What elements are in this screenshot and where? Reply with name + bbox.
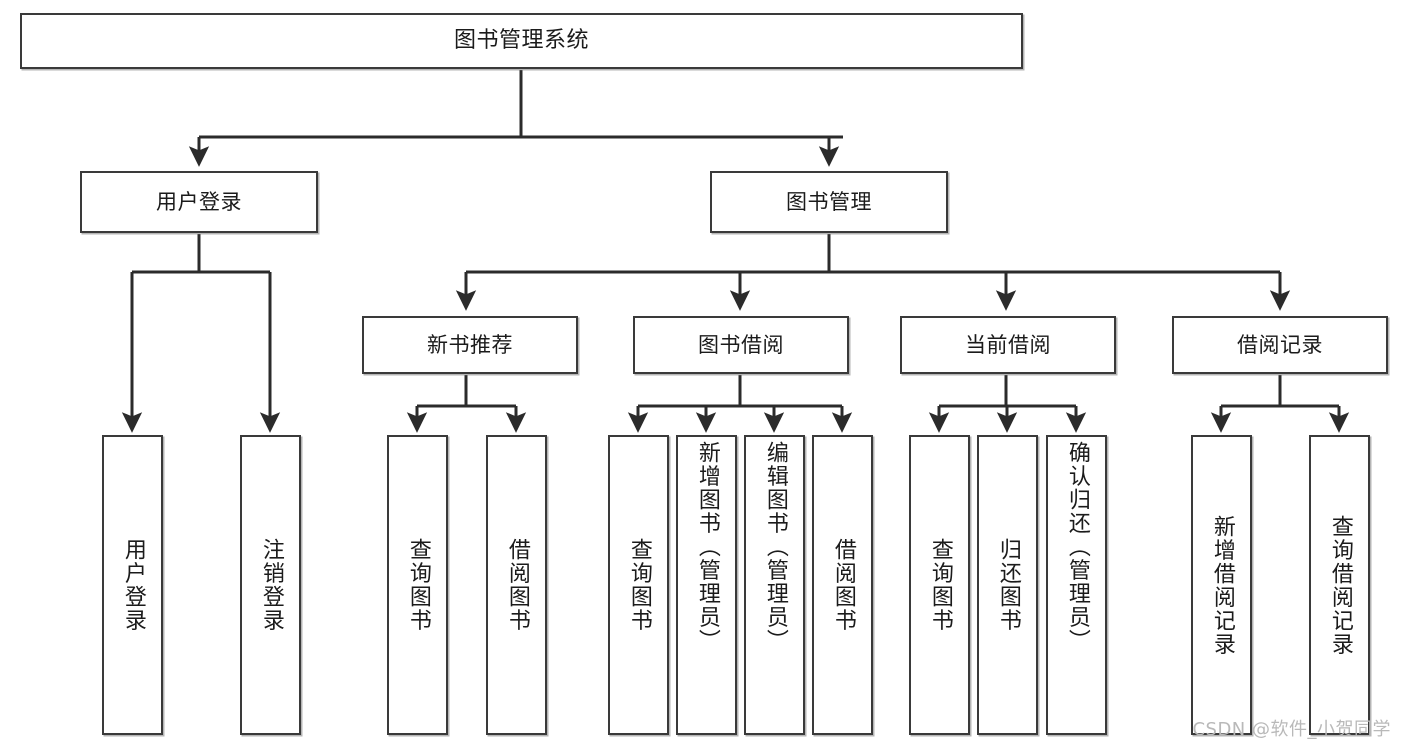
node-label: 查询借阅记录: [1327, 514, 1353, 656]
node-label: 查询图书: [626, 538, 652, 632]
node-label: 图书管理系统: [453, 28, 589, 54]
node-book-management[interactable]: 图书管理: [710, 171, 948, 233]
leaf-borrow-record-query-record[interactable]: 查询借阅记录: [1309, 435, 1370, 735]
node-label: 借阅图书: [504, 538, 530, 632]
leaf-new-book-borrow-book[interactable]: 借阅图书: [486, 435, 547, 735]
leaf-current-borrow-query-book[interactable]: 查询图书: [909, 435, 970, 735]
leaf-new-book-query-book[interactable]: 查询图书: [387, 435, 448, 735]
leaf-book-borrow-query-book[interactable]: 查询图书: [608, 435, 669, 735]
node-label: 新增借阅记录: [1209, 514, 1235, 656]
leaf-current-borrow-return-book[interactable]: 归还图书: [977, 435, 1038, 735]
node-label: 图书借阅: [698, 332, 784, 357]
node-user-login[interactable]: 用户登录: [80, 171, 318, 233]
watermark-text: CSDN @软件_小贺同学: [1192, 719, 1391, 740]
node-label: 查询图书: [405, 538, 431, 632]
node-book-borrow[interactable]: 图书借阅: [633, 316, 849, 374]
leaf-borrow-record-add-record[interactable]: 新增借阅记录: [1191, 435, 1252, 735]
node-label: 借阅记录: [1237, 332, 1323, 357]
node-new-book-recommend[interactable]: 新书推荐: [362, 316, 578, 374]
leaf-user-login-login[interactable]: 用户登录: [102, 435, 163, 735]
node-label: 注销登录: [258, 538, 284, 632]
leaf-book-borrow-borrow-book[interactable]: 借阅图书: [812, 435, 873, 735]
node-label: 确认归还（管理员）: [1064, 441, 1090, 653]
node-label: 图书管理: [786, 189, 872, 214]
node-label: 新书推荐: [427, 332, 513, 357]
leaf-user-login-logout[interactable]: 注销登录: [240, 435, 301, 735]
node-label: 借阅图书: [830, 538, 856, 632]
node-label: 归还图书: [995, 538, 1021, 632]
node-label: 用户登录: [156, 189, 242, 214]
node-label: 编辑图书（管理员）: [762, 441, 788, 653]
leaf-current-borrow-confirm-return-admin[interactable]: 确认归还（管理员）: [1046, 435, 1107, 735]
node-label: 查询图书: [927, 538, 953, 632]
node-borrow-record[interactable]: 借阅记录: [1172, 316, 1388, 374]
leaf-book-borrow-edit-book-admin[interactable]: 编辑图书（管理员）: [744, 435, 805, 735]
node-root-book-management-system[interactable]: 图书管理系统: [20, 13, 1023, 69]
node-label: 用户登录: [120, 538, 146, 632]
node-label: 当前借阅: [965, 332, 1051, 357]
node-label: 新增图书（管理员）: [694, 441, 720, 653]
leaf-book-borrow-add-book-admin[interactable]: 新增图书（管理员）: [676, 435, 737, 735]
node-current-borrow[interactable]: 当前借阅: [900, 316, 1116, 374]
